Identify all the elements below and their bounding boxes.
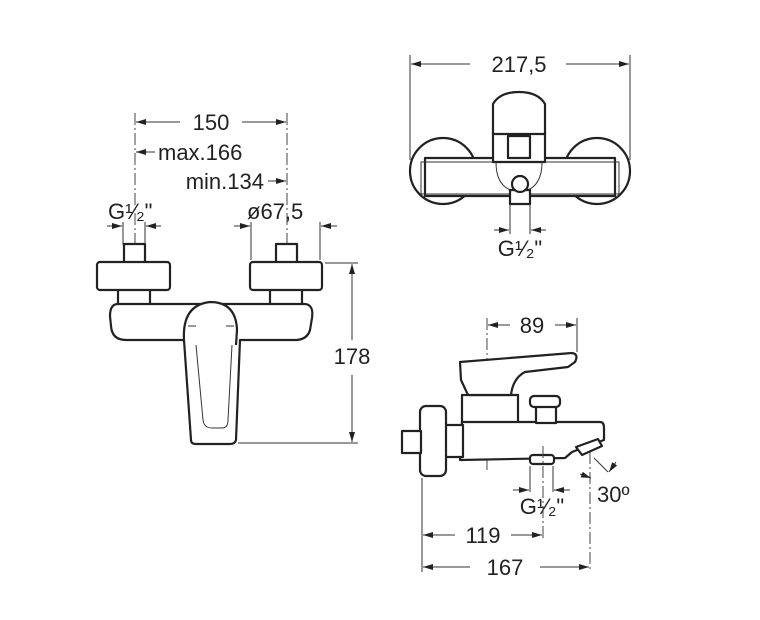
thread-label: G¹⁄₂" — [108, 199, 152, 224]
dim-178-label: 178 — [334, 344, 371, 369]
angle-30-label: 30º — [597, 482, 630, 507]
front-view: 150 max.166 min.134 G¹⁄₂" ø67,5 — [95, 110, 371, 446]
dim-min134-label: min.134 — [186, 169, 264, 194]
lever-side — [458, 351, 578, 397]
dim-max166-label: max.166 — [158, 140, 242, 165]
flange-right — [248, 260, 324, 292]
thread-label-side: G¹⁄₂" — [520, 494, 564, 519]
thread-right — [274, 242, 299, 265]
thread-label-top: G¹⁄₂" — [498, 236, 542, 261]
neck-side — [443, 423, 465, 459]
thread-side — [400, 429, 423, 455]
side-view: 89 G¹⁄₂" 30º 119 167 — [400, 313, 630, 580]
dim-167-label: 167 — [487, 555, 524, 580]
dim-217-label: 217,5 — [491, 52, 546, 77]
flange-side — [418, 404, 448, 478]
outlet-side — [528, 453, 556, 466]
body-side — [458, 420, 606, 462]
cartridge-side — [460, 393, 520, 427]
lever-top — [491, 90, 547, 136]
flange-left — [95, 260, 172, 292]
thread-left — [122, 242, 147, 265]
mixer-body — [108, 302, 314, 446]
dim-89-label: 89 — [520, 313, 544, 338]
lever — [182, 300, 239, 346]
dim-150-label: 150 — [193, 110, 230, 135]
spout-aerator — [574, 437, 604, 457]
dim-119-label: 119 — [465, 523, 500, 548]
diameter-label: ø67,5 — [247, 199, 303, 224]
top-view: 217,5 G¹⁄₂" — [408, 52, 632, 261]
diverter-knob — [528, 394, 562, 409]
